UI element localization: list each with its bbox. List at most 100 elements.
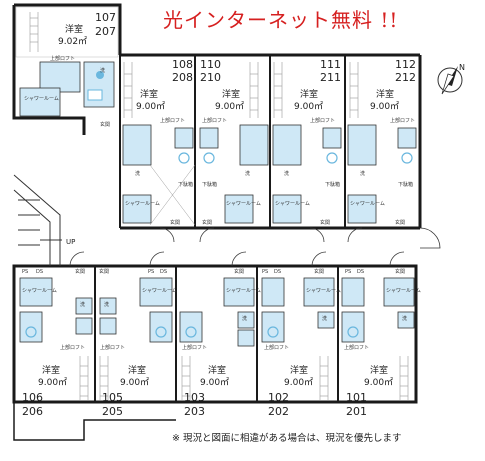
- ds-label: DS: [274, 269, 281, 275]
- entrance-label: 玄関: [170, 219, 180, 226]
- ps-label: PS: [148, 269, 154, 275]
- unit-number-1f: 102: [268, 391, 289, 404]
- room-type: 洋室: [222, 88, 240, 100]
- unit-number-1f: 112: [395, 58, 416, 71]
- loft-label: 上部ロフト: [390, 117, 415, 124]
- corridor-doors: [69, 227, 441, 267]
- loft-label: 上部ロフト: [344, 344, 369, 351]
- ps-label: PS: [22, 269, 28, 275]
- loft-label: 上部ロフト: [100, 344, 125, 351]
- shower-label: シャワールーム: [142, 288, 177, 294]
- room-type: 洋室: [208, 364, 226, 376]
- unit-number-1f: 106: [22, 391, 43, 404]
- unit-number-2f: 205: [102, 405, 123, 418]
- entrance-label: 玄関: [99, 268, 109, 275]
- room-area: 9.00㎡: [364, 377, 393, 388]
- unit-number-2f: 212: [395, 71, 416, 84]
- unit-number-1f: 110: [200, 58, 221, 71]
- unit-number-2f: 207: [95, 25, 116, 38]
- shower-label: シャワールーム: [386, 288, 421, 294]
- entrance-label: 玄関: [100, 121, 110, 128]
- wash-label: 洗: [402, 315, 407, 322]
- shoebox-label: 下駄箱: [398, 181, 413, 188]
- unit-number-2f: 201: [346, 405, 367, 418]
- unit-102-202: PS DS 玄関 シャワールーム 洗 上部ロフト 洋室 9.00㎡ 102 20…: [261, 268, 341, 418]
- shoebox-label: 下駄箱: [178, 181, 193, 188]
- loft-label: 上部ロフト: [160, 117, 185, 124]
- unit-number-1f: 103: [184, 391, 205, 404]
- shoebox-label: 下駄箱: [202, 181, 217, 188]
- unit-number-1f: 108: [172, 58, 193, 71]
- room-type: 洋室: [300, 88, 318, 100]
- shower-label: シャワールーム: [125, 201, 160, 207]
- ds-label: DS: [357, 269, 364, 275]
- loft-label: 上部ロフト: [310, 117, 335, 124]
- disclaimer-note: ※ 現況と図面に相違がある場合は、現況を優先します: [172, 433, 402, 444]
- unit-number-1f: 101: [346, 391, 367, 404]
- compass-north-label: N: [459, 63, 465, 72]
- room-area: 9.02㎡: [58, 36, 87, 47]
- unit-number-2f: 203: [184, 405, 205, 418]
- unit-number-1f: 111: [320, 58, 341, 71]
- loft-label: 上部ロフト: [182, 344, 207, 351]
- room-type: 洋室: [65, 23, 83, 35]
- stairs: [13, 174, 62, 266]
- unit-105-205: 玄関 PS DS シャワールーム 洗 上部ロフト 洋室 9.00㎡ 105 20…: [99, 268, 177, 418]
- room-area: 9.00㎡: [370, 101, 399, 112]
- shower-label: シャワールーム: [226, 288, 261, 294]
- room-type: 洋室: [42, 364, 60, 376]
- loft-label: 上部ロフト: [264, 344, 289, 351]
- stair-up-label: UP: [66, 238, 75, 246]
- room-area: 9.00㎡: [136, 101, 165, 112]
- room-type: 洋室: [376, 88, 394, 100]
- loft-label: 上部ロフト: [60, 344, 85, 351]
- entrance-label: 玄関: [234, 268, 244, 275]
- unit-110-210: 110 210 洋室 9.00㎡ 上部ロフト 洗 下駄箱 シャワールーム 玄関: [199, 58, 269, 226]
- unit-number-2f: 208: [172, 71, 193, 84]
- wash-label: 洗: [100, 67, 105, 74]
- shoebox-label: 下駄箱: [325, 181, 340, 188]
- unit-number-2f: 202: [268, 405, 289, 418]
- room-area: 9.00㎡: [200, 377, 229, 388]
- wash-label: 洗: [104, 301, 109, 308]
- entrance-label: 玄関: [320, 219, 330, 226]
- room-area: 9.00㎡: [284, 377, 313, 388]
- unit-number-2f: 211: [320, 71, 341, 84]
- wash-label: 洗: [284, 170, 289, 177]
- entrance-label: 玄関: [314, 268, 324, 275]
- shower-label: シャワールーム: [22, 288, 57, 294]
- wash-label: 洗: [322, 315, 327, 322]
- unit-101-201: PS DS 玄関 シャワールーム 洗 上部ロフト 洋室 9.00㎡ 101 20…: [341, 268, 421, 418]
- ps-label: PS: [262, 269, 268, 275]
- room-type: 洋室: [370, 364, 388, 376]
- unit-number-1f: 105: [102, 391, 123, 404]
- entrance-label: 玄関: [395, 268, 405, 275]
- shower-label: シャワールーム: [275, 201, 310, 207]
- unit-112-212: 112 212 洋室 9.00㎡ 上部ロフト 洗 下駄箱 シャワールーム 玄関: [347, 58, 417, 226]
- room-type: 洋室: [140, 88, 158, 100]
- shower-label: シャワールーム: [350, 201, 385, 207]
- shower-label: シャワールーム: [306, 288, 341, 294]
- entrance-label: 玄関: [395, 219, 405, 226]
- entrance-label: 玄関: [202, 219, 212, 226]
- wash-label: 洗: [360, 170, 365, 177]
- room-type: 洋室: [128, 364, 146, 376]
- wash-label: 洗: [242, 315, 247, 322]
- wash-label: 洗: [135, 170, 140, 177]
- unit-108-208: 108 208 洋室 9.00㎡ 上部ロフト 洗 下駄箱 シャワールーム 玄関: [122, 58, 196, 226]
- ds-label: DS: [160, 269, 167, 275]
- unit-111-211: 111 211 洋室 9.00㎡ 上部ロフト 洗 下駄箱 シャワールーム 玄関: [272, 58, 342, 226]
- internet-free-banner: 光インターネット無料 !!: [163, 8, 399, 32]
- wash-label: 洗: [80, 301, 85, 308]
- unit-number-2f: 206: [22, 405, 43, 418]
- unit-107-207: 洋室 9.02㎡ 107 207 上部ロフト 洗 シャワールーム 玄関: [15, 6, 119, 128]
- shower-label: シャワールーム: [24, 96, 59, 102]
- entrance-label: 玄関: [75, 268, 85, 275]
- shower-label: シャワールーム: [226, 201, 261, 207]
- room-area: 9.00㎡: [294, 101, 323, 112]
- unit-number-2f: 210: [200, 71, 221, 84]
- room-area: 9.00㎡: [120, 377, 149, 388]
- room-area: 9.00㎡: [38, 377, 67, 388]
- compass-icon: N: [437, 63, 465, 95]
